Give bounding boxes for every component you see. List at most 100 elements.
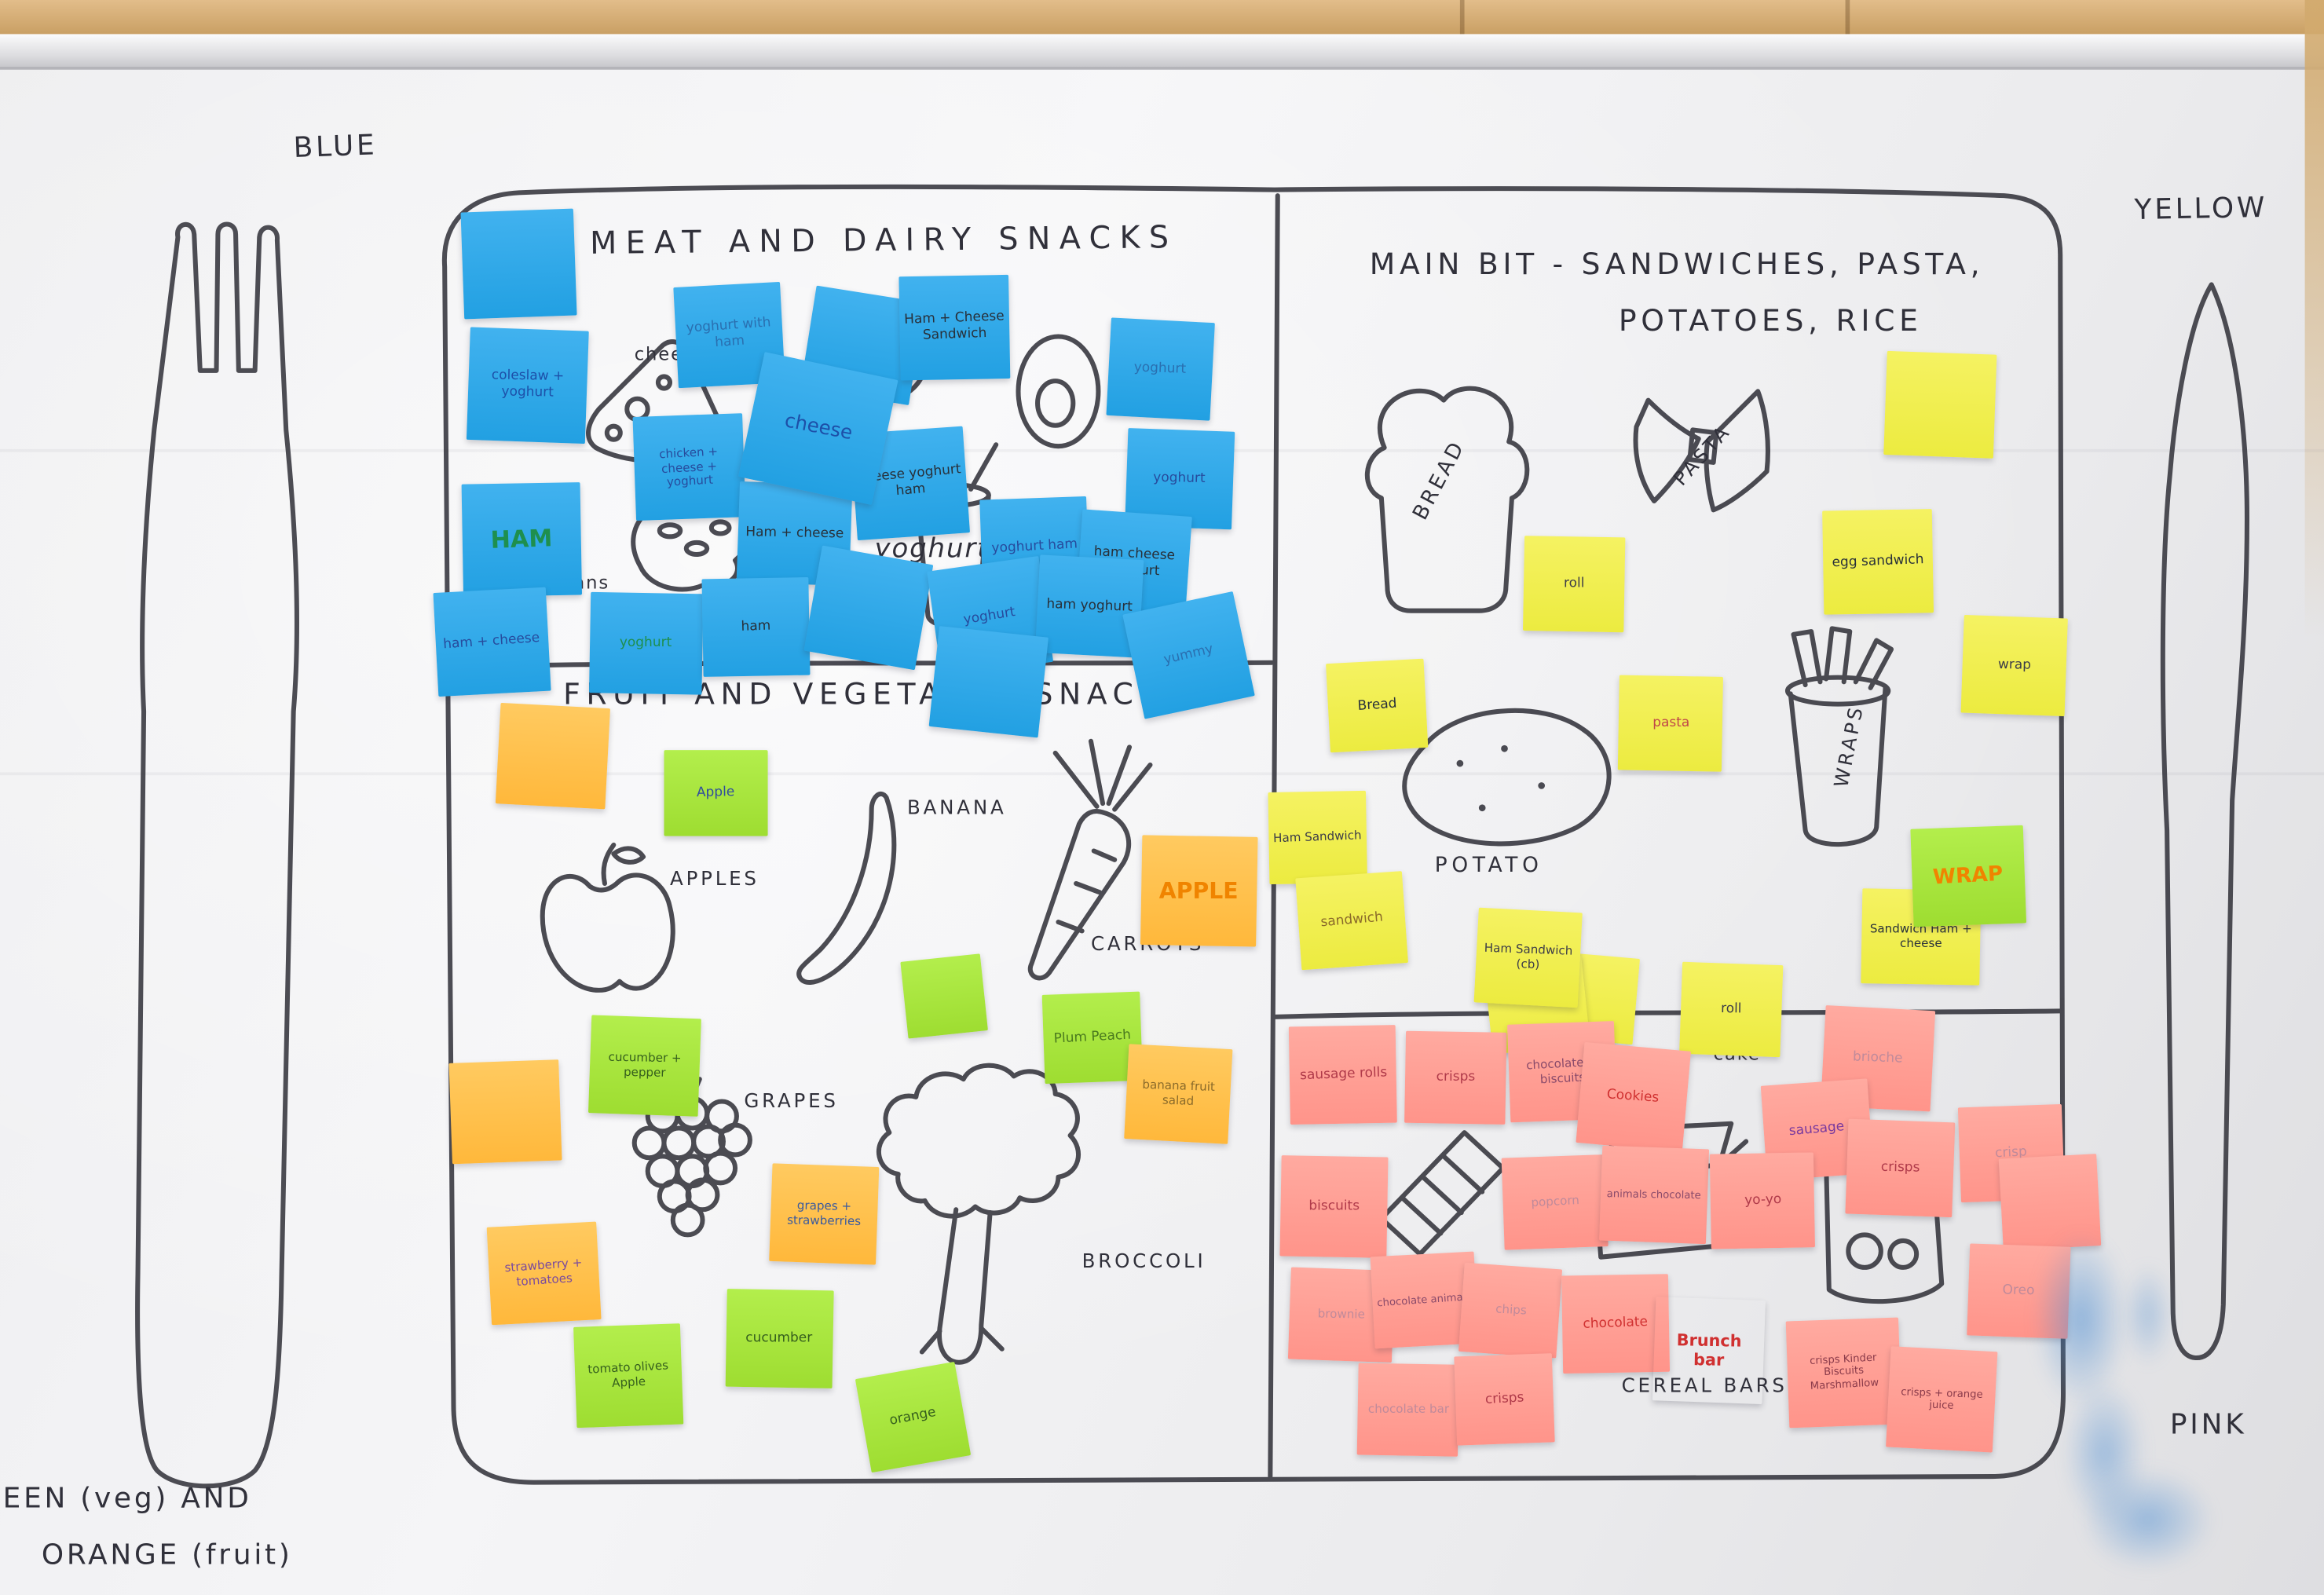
sticky-note-yellow: egg sandwich xyxy=(1822,509,1934,615)
sticky-note-text: Oreo xyxy=(2002,1282,2035,1299)
wood-wall-edge xyxy=(2304,0,2324,638)
sticky-note-text: roll xyxy=(1720,1001,1742,1017)
sticky-note-pink: Cookies xyxy=(1576,1041,1691,1152)
sticky-note-text: yo-yo xyxy=(1744,1191,1781,1209)
sticky-note-pink: animals chocolate xyxy=(1599,1145,1710,1245)
sticky-note-text: cucumber + pepper xyxy=(608,1051,682,1080)
sticky-note-yellow: Bread xyxy=(1326,658,1429,753)
sticky-note-yellow: pasta xyxy=(1617,675,1723,772)
sticky-note-text: brownie xyxy=(1317,1307,1366,1322)
sticky-note-text xyxy=(858,340,868,350)
sticky-note-text: cucumber xyxy=(746,1330,814,1346)
sticky-note-orange: grapes + strawberries xyxy=(769,1163,880,1265)
sticky-note-blue: HAM xyxy=(461,482,583,598)
sticky-note-blue: coleslaw + yoghurt xyxy=(466,327,589,444)
sticky-note-yellow: Ham Sandwich (cb) xyxy=(1473,907,1583,1008)
sticky-note-text: roll xyxy=(1563,576,1585,591)
sticky-note-green: cucumber + pepper xyxy=(587,1015,701,1117)
sticky-note-blue: yummy xyxy=(1122,591,1255,719)
sticky-note-text: yoghurt xyxy=(1134,360,1188,377)
sticky-note-pink: popcorn xyxy=(1501,1154,1609,1250)
corner-label-pink: PINK xyxy=(2169,1408,2247,1441)
sticky-note-text: crisps + orange juice xyxy=(1901,1385,1984,1412)
sticky-note-orange: banana fruit salad xyxy=(1124,1044,1233,1144)
sticky-note-blue: yoghurt xyxy=(1106,317,1215,421)
sticky-note-text: crisps xyxy=(1436,1070,1476,1085)
label-cereal-bars: CEREAL BARS xyxy=(1621,1375,1788,1399)
sticky-note-text xyxy=(501,1107,511,1117)
sticky-note-text: Ham Sandwich (cb) xyxy=(1484,942,1573,971)
sticky-note-blue: Ham + Cheese Sandwich xyxy=(898,274,1011,381)
sticky-note-text: yummy xyxy=(1162,642,1215,668)
sticky-note-text xyxy=(1936,401,1945,410)
corner-label-green-orange-line2: ORANGE (fruit) xyxy=(41,1538,293,1571)
sticky-note-green: cucumber xyxy=(725,1289,834,1388)
sticky-note-pink: crisps xyxy=(1845,1118,1956,1218)
sticky-note-text: ham + cheese xyxy=(443,630,541,653)
sticky-note-yellow: roll xyxy=(1679,961,1784,1058)
sticky-note-blue: ham + cheese xyxy=(433,587,551,697)
sticky-note-text: coleslaw + yoghurt xyxy=(491,368,565,401)
sticky-note-blue xyxy=(928,626,1049,738)
sticky-note-text: animals chocolate xyxy=(1606,1187,1702,1202)
sticky-note-green: orange xyxy=(855,1361,972,1473)
sticky-note-text: crisps Kinder Biscuits Marshmallow xyxy=(1809,1352,1879,1393)
sticky-note-text: crisps xyxy=(1484,1390,1524,1407)
sticky-note-text: wrap xyxy=(1997,657,2031,673)
corner-label-green-orange-line1: GREEN (veg) AND xyxy=(0,1482,252,1516)
sticky-note-pink: crisps xyxy=(1404,1030,1507,1125)
sticky-note-pink: chips xyxy=(1458,1262,1563,1359)
section-title-main-bit-line2: POTATOES, RICE xyxy=(1618,302,1923,338)
label-grapes: GRAPES xyxy=(744,1091,839,1114)
sticky-note-pink: crisps xyxy=(1454,1353,1555,1446)
sticky-note-text: pasta xyxy=(1652,715,1689,730)
section-title-main-bit-line1: MAIN BIT - SANDWICHES, PASTA, xyxy=(1369,246,1985,282)
wood-seam xyxy=(1845,0,1850,38)
label-potato: POTATO xyxy=(1434,854,1543,878)
sticky-note-text: sausage rolls xyxy=(1298,1065,1387,1084)
label-broccoli: BROCCOLI xyxy=(1081,1251,1206,1274)
sticky-note-text: APPLE xyxy=(1159,877,1239,905)
sticky-note-green: tomato olives Apple xyxy=(573,1323,684,1429)
sticky-note-text: Apple xyxy=(697,785,735,800)
sticky-note-pink: sausage rolls xyxy=(1288,1025,1397,1125)
sticky-note-yellow: Ham Sandwich xyxy=(1268,790,1368,885)
sticky-note-text: banana fruit salad xyxy=(1142,1078,1216,1108)
sticky-note-text: cheese xyxy=(782,410,855,446)
sticky-note-yellow: sandwich xyxy=(1295,871,1408,971)
sticky-note-text: tomato olives Apple xyxy=(587,1359,669,1390)
sticky-note-text: chocolate bar xyxy=(1367,1403,1449,1417)
sticky-note-text: chocolate xyxy=(1583,1314,1649,1332)
sticky-note-text: sandwich xyxy=(1319,909,1384,931)
sticky-note-green xyxy=(900,953,988,1039)
sticky-note-text: chips xyxy=(1494,1302,1527,1318)
sticky-note-orange xyxy=(495,702,611,810)
sticky-note-green: Apple xyxy=(664,750,768,836)
sticky-note-text: yoghurt xyxy=(620,635,673,650)
wood-wall-strip xyxy=(0,0,2324,38)
sticky-note-text: orange xyxy=(888,1404,938,1429)
wood-seam xyxy=(1459,0,1465,38)
sticky-note-text: Brunch bar xyxy=(1676,1330,1742,1370)
sticky-note-blue: ham yoghurt xyxy=(1034,554,1144,658)
sticky-note-text: biscuits xyxy=(1308,1198,1360,1214)
sticky-note-text: chicken + cheese + yoghurt xyxy=(658,444,719,489)
sticky-note-text: popcorn xyxy=(1530,1194,1579,1210)
sticky-note-text xyxy=(548,752,558,761)
sticky-note-text: crisps xyxy=(1880,1159,1920,1176)
sticky-note-text: WRAP xyxy=(1932,862,2004,890)
sticky-note-text: Bread xyxy=(1356,696,1397,714)
sticky-note-pink: chocolate bar xyxy=(1356,1363,1460,1457)
sticky-note-blue: ham xyxy=(701,576,811,677)
sticky-note-text: strawberry + tomatoes xyxy=(503,1256,583,1289)
sticky-note-blue xyxy=(460,208,577,320)
sticky-note-text: Ham Sandwich xyxy=(1273,829,1363,846)
sticky-note-pink: biscuits xyxy=(1279,1155,1389,1258)
sticky-note-text xyxy=(863,602,873,613)
sticky-note-text xyxy=(514,259,524,269)
whiteboard-rail xyxy=(0,34,2324,70)
sticky-note-orange xyxy=(448,1059,562,1165)
